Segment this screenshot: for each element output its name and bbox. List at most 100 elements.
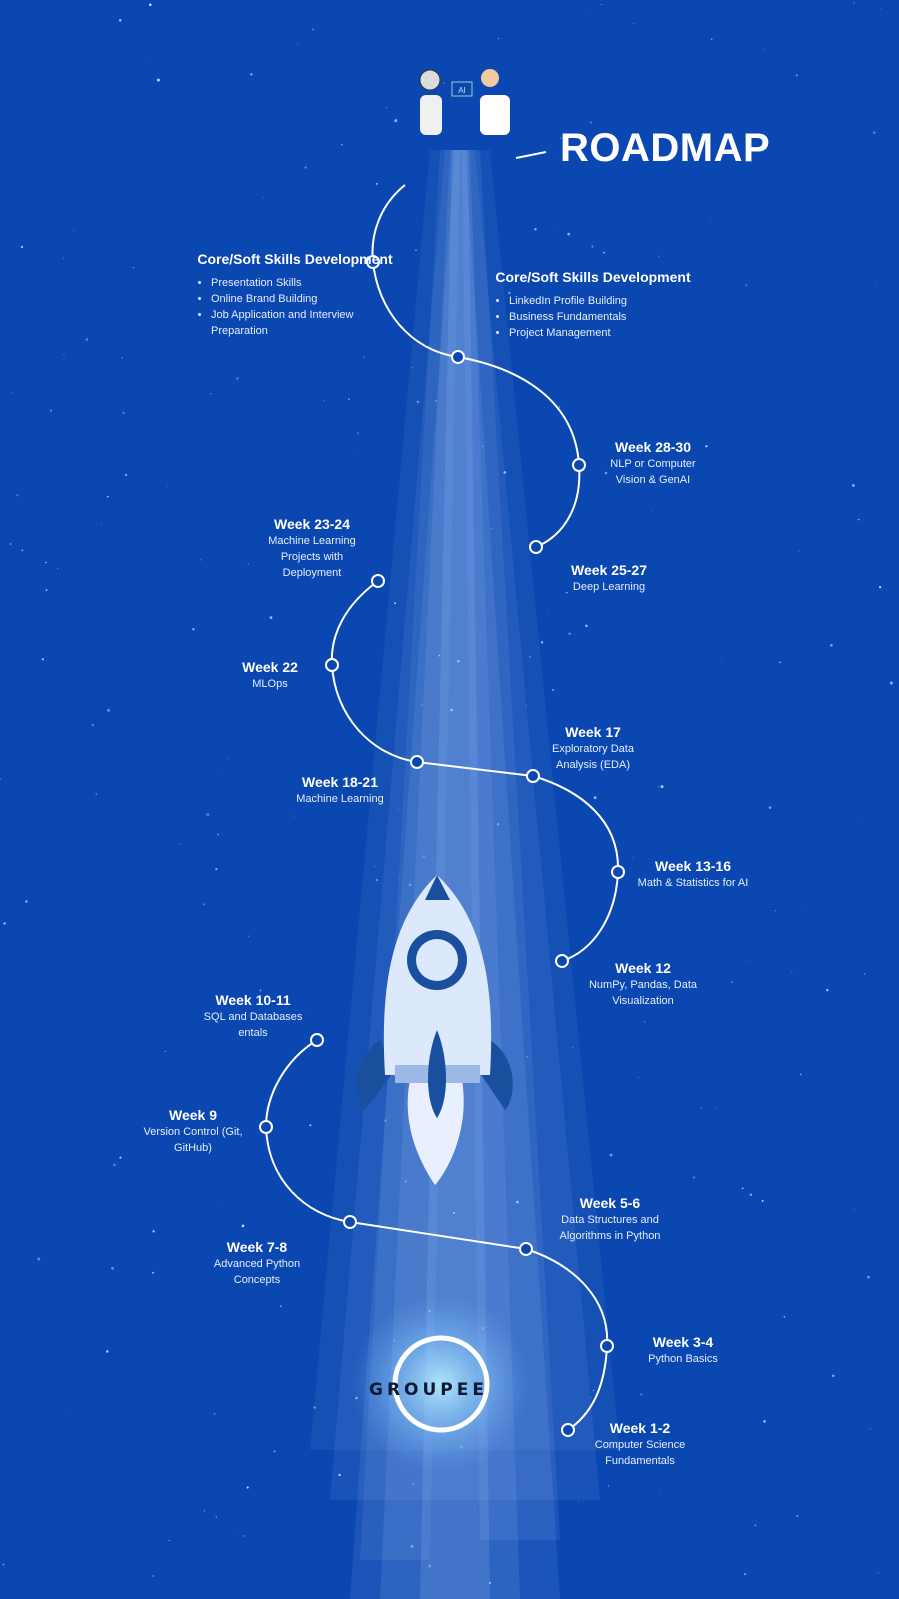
star xyxy=(450,708,453,712)
star xyxy=(338,1473,341,1477)
path-node xyxy=(526,769,540,783)
star xyxy=(590,1396,592,1399)
star xyxy=(45,589,48,591)
path-node xyxy=(259,1120,273,1134)
star xyxy=(63,354,65,356)
milestone-desc: SQL and Databases xyxy=(203,1011,303,1023)
star xyxy=(826,988,829,992)
star xyxy=(312,28,314,30)
milestone-week: Week 17 xyxy=(565,724,621,740)
core-left-item: Job Application and Interview Preparatio… xyxy=(211,307,395,339)
star xyxy=(863,973,866,975)
milestone-desc: NumPy, Pandas, Data xyxy=(588,979,697,991)
star xyxy=(151,1271,154,1274)
star xyxy=(796,1515,799,1517)
milestone-desc: entals xyxy=(238,1027,268,1039)
milestone-desc: Machine Learning xyxy=(268,535,356,547)
star xyxy=(222,771,224,773)
star xyxy=(763,49,765,51)
star xyxy=(227,757,229,759)
star xyxy=(705,445,708,448)
star xyxy=(607,1485,610,1487)
star xyxy=(488,1581,492,1584)
star xyxy=(515,1200,519,1204)
star xyxy=(119,1156,122,1159)
star xyxy=(585,624,588,628)
star xyxy=(435,399,437,402)
path-node xyxy=(572,458,586,472)
star xyxy=(832,1374,835,1377)
star xyxy=(593,1389,595,1392)
star xyxy=(164,1050,166,1053)
star xyxy=(578,1501,579,1503)
star xyxy=(658,255,660,257)
star xyxy=(179,843,181,845)
star xyxy=(731,981,734,984)
star xyxy=(700,1107,702,1109)
milestone-desc: Deployment xyxy=(282,567,342,579)
star xyxy=(761,1199,764,1202)
star xyxy=(800,1073,802,1076)
star xyxy=(340,143,343,146)
milestone-week: Week 1-2 xyxy=(609,1420,671,1436)
star xyxy=(72,229,74,231)
star xyxy=(250,73,253,76)
star xyxy=(507,291,511,295)
star xyxy=(853,1208,855,1210)
milestone-week: Week 3-4 xyxy=(652,1334,714,1350)
rocket-icon xyxy=(357,875,513,1185)
star xyxy=(853,2,855,4)
star xyxy=(412,367,414,369)
star xyxy=(315,559,317,561)
star xyxy=(791,971,793,973)
star xyxy=(763,1420,766,1423)
milestone-desc: Exploratory Data xyxy=(552,743,634,755)
path-node xyxy=(451,350,465,364)
star xyxy=(132,267,135,269)
star xyxy=(889,681,893,685)
star xyxy=(111,1266,114,1270)
star xyxy=(0,778,1,780)
star xyxy=(749,1193,753,1196)
star xyxy=(428,1564,432,1568)
core-left-item: Online Brand Building xyxy=(211,291,395,307)
star xyxy=(16,494,19,497)
star xyxy=(416,400,420,404)
milestone-week: Week 5-6 xyxy=(579,1195,641,1211)
star xyxy=(45,561,47,564)
star xyxy=(168,1539,170,1542)
star xyxy=(603,251,606,254)
star xyxy=(121,357,124,359)
star xyxy=(830,644,833,647)
star xyxy=(795,74,798,77)
star xyxy=(210,393,212,395)
star xyxy=(568,632,571,636)
svg-text:AI: AI xyxy=(458,86,466,95)
core-right-item: Business Fundamentals xyxy=(509,309,693,325)
milestone-desc: Math & Statistics for AI xyxy=(637,877,749,889)
star xyxy=(122,411,125,415)
star xyxy=(50,409,52,412)
star xyxy=(57,568,59,570)
milestone-week: Week 9 xyxy=(169,1107,217,1123)
star xyxy=(217,833,220,836)
path-node xyxy=(600,1339,614,1353)
path-node xyxy=(611,865,625,879)
logo-ring xyxy=(392,1335,490,1433)
star xyxy=(247,563,249,565)
star xyxy=(503,471,507,474)
star xyxy=(643,1021,646,1023)
star xyxy=(556,158,558,160)
milestone-week: Week 12 xyxy=(615,960,671,976)
star xyxy=(745,284,748,286)
star xyxy=(394,119,398,123)
star xyxy=(591,245,594,248)
star xyxy=(167,485,168,487)
